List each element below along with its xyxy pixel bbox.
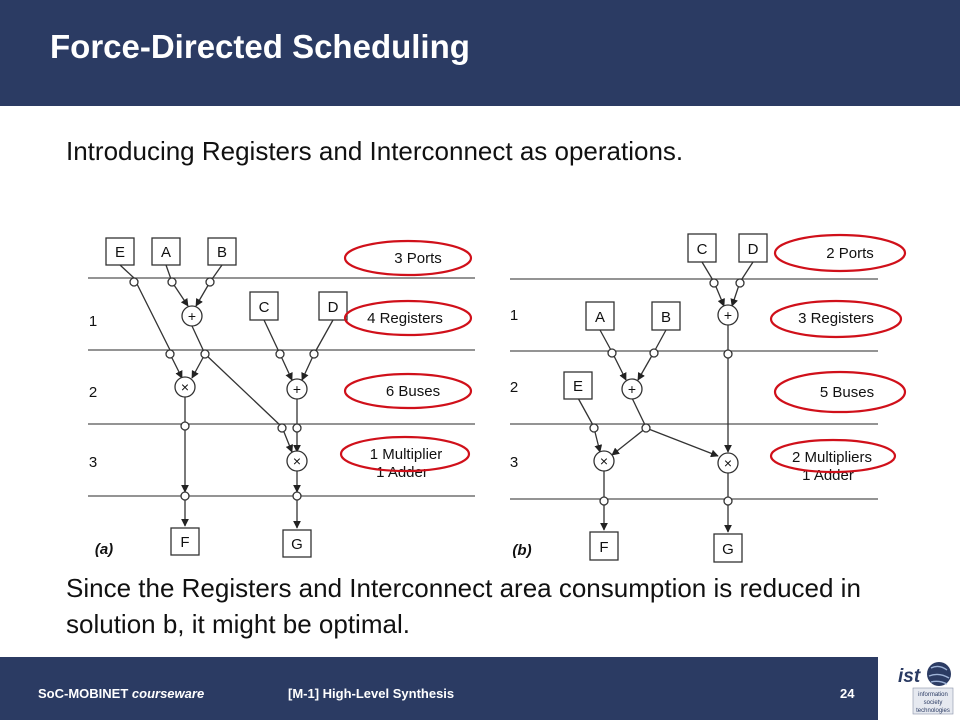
highlight-a-ports <box>343 239 473 277</box>
resource-a-multiplier: 1 Multiplier <box>370 446 443 463</box>
step-a-3: 3 <box>89 454 97 471</box>
label-b-E: E <box>573 378 583 395</box>
op-label-b-3: × <box>724 455 732 471</box>
resource-b-adder: 1 Adder <box>802 467 854 484</box>
footer-module: [M-1] High-Level Synthesis <box>288 686 455 701</box>
conclusion-text: Since the Registers and Interconnect are… <box>66 573 861 639</box>
op-a-add-2 <box>286 378 308 400</box>
node-b-D <box>738 233 768 263</box>
highlight-a-registers <box>343 299 473 337</box>
op-label-a-1: × <box>181 379 189 395</box>
op-b-mul-2 <box>717 452 739 474</box>
resource-a-adder: 1 Adder <box>376 464 428 481</box>
label-a-C: C <box>259 299 270 316</box>
node-b-A <box>585 301 615 331</box>
label-b-G: G <box>722 541 734 558</box>
highlight-b-multipliers <box>769 438 897 474</box>
resource-b-registers: 3 Registers <box>798 310 874 327</box>
label-a-D: D <box>328 299 339 316</box>
svg-text:information: information <box>918 692 948 698</box>
step-a-1: 1 <box>89 313 97 330</box>
footer-page-number: 24 <box>840 686 855 701</box>
svg-text:technologies: technologies <box>916 708 950 714</box>
label-b-D: D <box>748 241 759 258</box>
node-a-B <box>207 237 237 266</box>
highlight-a-multiplier <box>339 435 471 473</box>
op-label-b-1: + <box>628 381 636 397</box>
op-b-mul-1 <box>593 450 615 472</box>
op-b-add-1 <box>717 304 739 326</box>
diagram-b-label: (b) <box>512 542 531 559</box>
highlight-a-buses <box>343 372 473 410</box>
op-a-mul-2 <box>286 450 308 472</box>
diagram-b <box>510 233 878 563</box>
highlight-b-registers <box>769 299 903 339</box>
node-b-C <box>687 233 717 263</box>
node-b-G <box>713 533 743 563</box>
node-a-G <box>282 529 312 558</box>
label-a-A: A <box>161 244 171 261</box>
label-b-B: B <box>661 309 671 326</box>
op-label-a-2: + <box>293 381 301 397</box>
step-b-3: 3 <box>510 454 518 471</box>
resource-b-multipliers: 2 Multipliers <box>792 449 872 466</box>
intro-text: Introducing Registers and Interconnect a… <box>66 136 684 166</box>
op-a-add-1 <box>181 305 203 327</box>
highlight-b-buses <box>773 370 907 414</box>
node-a-E <box>105 237 135 266</box>
svg-text:society: society <box>924 700 943 706</box>
label-a-E: E <box>115 244 125 261</box>
step-a-2: 2 <box>89 384 97 401</box>
resource-a-registers: 4 Registers <box>367 310 443 327</box>
label-a-F: F <box>180 534 189 551</box>
label-b-A: A <box>595 309 605 326</box>
op-label-b-2: × <box>600 453 608 469</box>
diagram-a-label: (a) <box>95 541 113 558</box>
resource-b-buses: 5 Buses <box>820 384 874 401</box>
ist-logo: ist information society technologies <box>895 660 955 716</box>
resource-b-ports: 2 Ports <box>826 245 874 262</box>
label-a-G: G <box>291 536 303 553</box>
op-label-a-0: + <box>188 308 196 324</box>
node-b-B <box>651 301 681 331</box>
node-a-C <box>249 291 279 321</box>
title-bar <box>0 0 960 106</box>
highlight-b-ports <box>773 233 907 273</box>
step-b-1: 1 <box>510 307 518 324</box>
node-b-F <box>589 531 619 561</box>
node-b-E <box>563 371 593 400</box>
footer-bar <box>0 657 878 720</box>
label-a-B: B <box>217 244 227 261</box>
op-label-a-3: × <box>293 453 301 469</box>
node-a-F <box>170 527 200 556</box>
footer-course: SoC-MOBINET courseware <box>38 686 205 701</box>
label-b-F: F <box>599 539 608 556</box>
op-a-mul-1 <box>174 376 196 398</box>
resource-a-buses: 6 Buses <box>386 383 440 400</box>
diagram-a <box>88 237 475 558</box>
node-a-D <box>318 291 348 321</box>
slide-title: Force-Directed Scheduling <box>50 28 470 65</box>
label-b-C: C <box>697 241 708 258</box>
step-b-2: 2 <box>510 379 518 396</box>
op-label-b-0: + <box>724 307 732 323</box>
logo-brand: ist <box>898 666 921 687</box>
op-b-add-2 <box>621 378 643 400</box>
resource-a-ports: 3 Ports <box>394 250 442 267</box>
node-a-A <box>151 237 181 266</box>
